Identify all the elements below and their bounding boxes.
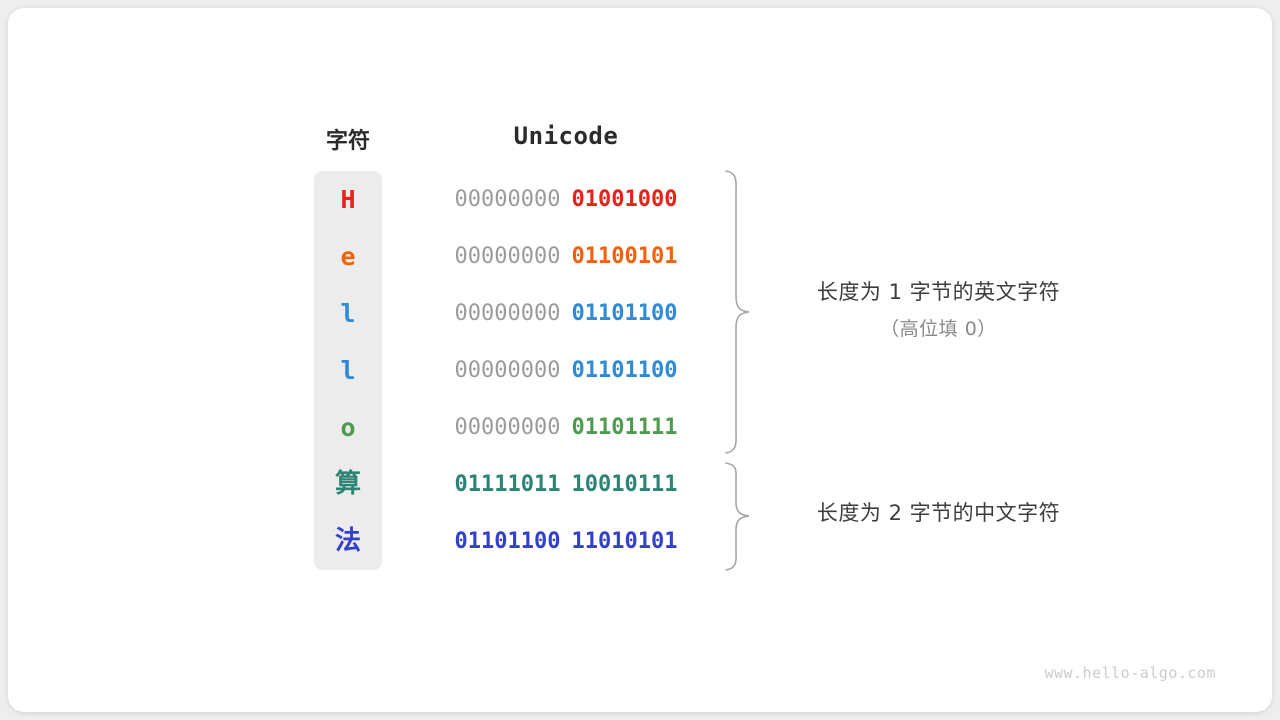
unicode-binary-row: 00000000 01101100 xyxy=(440,342,692,399)
character-column-background xyxy=(314,171,382,570)
brace-chinese-rows xyxy=(725,462,750,571)
annotation-english-line2: （高位填 0） xyxy=(880,318,997,340)
unicode-binary-row: 01101100 11010101 xyxy=(440,513,692,570)
character-cell: o xyxy=(340,413,356,442)
low-byte: 01101111 xyxy=(571,415,678,440)
character-cell: H xyxy=(340,185,356,214)
annotation-chinese-line1: 长度为 2 字节的中文字符 xyxy=(816,501,1061,525)
character-cell: 算 xyxy=(334,469,361,499)
high-byte: 00000000 xyxy=(454,301,561,326)
unicode-binary-row: 00000000 01101100 xyxy=(440,285,692,342)
low-byte: 01001000 xyxy=(571,187,678,212)
unicode-binary-row: 00000000 01101111 xyxy=(440,399,692,456)
character-cell: l xyxy=(340,356,356,385)
high-byte: 01101100 xyxy=(454,529,561,554)
low-byte: 01101100 xyxy=(571,358,678,383)
high-byte: 00000000 xyxy=(454,415,561,440)
unicode-binary-row: 00000000 01001000 xyxy=(440,171,692,228)
character-cell: l xyxy=(340,299,356,328)
column-header-character: 字符 xyxy=(325,128,370,153)
high-byte: 01111011 xyxy=(454,472,561,497)
unicode-binary-row: 01111011 10010111 xyxy=(440,456,692,513)
high-byte: 00000000 xyxy=(454,358,561,383)
low-byte: 10010111 xyxy=(571,472,678,497)
column-header-unicode: Unicode xyxy=(513,122,619,150)
high-byte: 00000000 xyxy=(454,187,561,212)
brace-english-rows xyxy=(725,170,750,454)
character-cell: 法 xyxy=(334,526,361,556)
low-byte: 11010101 xyxy=(571,529,678,554)
site-watermark: www.hello-algo.com xyxy=(1044,664,1216,682)
annotation-english-line1: 长度为 1 字节的英文字符 xyxy=(816,280,1061,304)
unicode-binary-row: 00000000 01100101 xyxy=(440,228,692,285)
high-byte: 00000000 xyxy=(454,244,561,269)
annotation-chinese: 长度为 2 字节的中文字符 xyxy=(776,497,1101,527)
low-byte: 01101100 xyxy=(571,301,678,326)
annotation-english: 长度为 1 字节的英文字符 （高位填 0） xyxy=(776,276,1101,341)
character-cell: e xyxy=(340,242,356,271)
low-byte: 01100101 xyxy=(571,244,678,269)
diagram-card: 字符 Unicode H 00000000 01001000 e 00000000 011… xyxy=(8,8,1272,712)
